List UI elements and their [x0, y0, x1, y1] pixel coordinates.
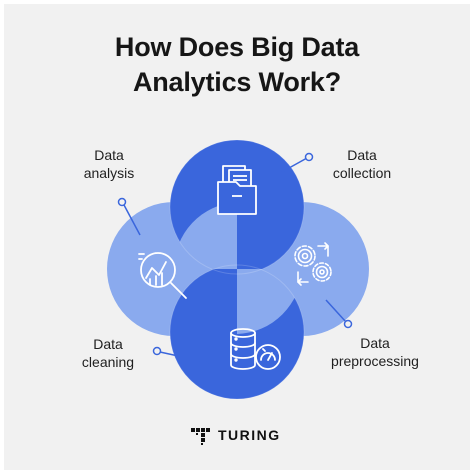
label-analysis-line-1: Data — [94, 147, 124, 163]
label-preprocessing-line-2: preprocessing — [331, 353, 419, 369]
page-title: How Does Big Data Analytics Work? — [0, 30, 474, 100]
gears-icon — [294, 242, 332, 286]
preprocessing-overlap — [237, 269, 302, 334]
label-collection-line-2: collection — [332, 165, 392, 181]
title-line-1: How Does Big Data — [114, 32, 360, 62]
label-preprocessing-line-1: Data — [360, 335, 390, 351]
label-data-collection: Data collection — [322, 146, 402, 182]
label-collection-line-1: Data — [347, 147, 377, 163]
analysis-overlap — [173, 202, 237, 269]
preprocessing-connector — [325, 299, 353, 329]
label-data-preprocessing: Data preprocessing — [320, 334, 430, 370]
label-cleaning-line-1: Data — [93, 336, 123, 352]
turing-logo — [191, 428, 210, 445]
folder-icon — [217, 165, 257, 215]
label-data-cleaning: Data cleaning — [68, 335, 148, 371]
brand-logo-space — [189, 426, 210, 444]
database-icon — [230, 328, 281, 370]
magnifier-chart-icon — [138, 252, 187, 299]
brand-footer: TURING — [189, 425, 281, 445]
analysis-connector — [117, 197, 141, 236]
collection-connector — [279, 152, 314, 174]
label-cleaning-line-2: cleaning — [81, 354, 135, 370]
label-analysis-line-2: analysis — [83, 165, 135, 181]
brand-name: TURING — [218, 427, 281, 443]
title-line-2: Analytics Work? — [132, 67, 342, 97]
label-data-analysis: Data analysis — [69, 146, 149, 182]
cleaning-connector — [152, 346, 211, 364]
